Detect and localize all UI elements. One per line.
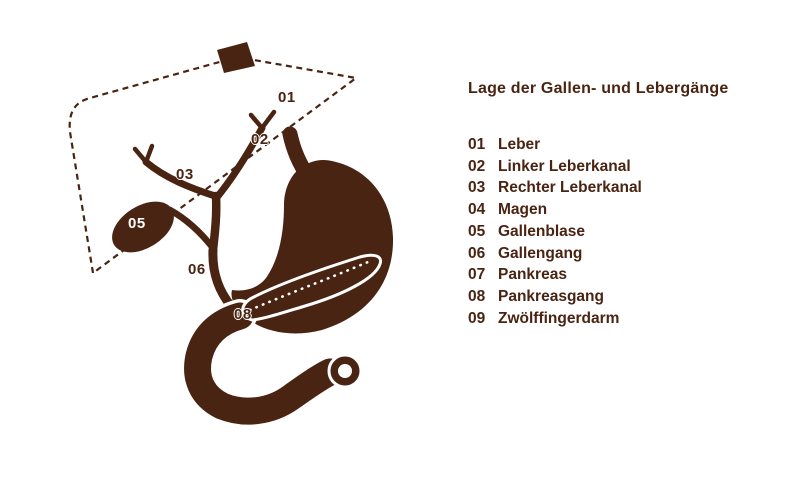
legend-item-label: Magen: [498, 201, 548, 219]
legend-item-label: Leber: [498, 136, 541, 153]
legend-item-number: 06: [468, 244, 486, 262]
left-duct-branch: [248, 109, 277, 131]
legend-item-label: Pankreas: [498, 266, 567, 284]
legend-list: 01 Leber 02 Linker Leberkanal 03 Rechter Le…: [468, 134, 788, 329]
legend-item-label: Linker Leberkanal: [498, 157, 631, 175]
gallbladder-shape: [112, 201, 174, 253]
duodenum-cut-ring: [327, 353, 363, 389]
legend-item-02: 02 Linker Leberkanal: [468, 156, 788, 178]
legend-item-number: 08: [468, 287, 486, 305]
legend-item-label: Gallenblase: [498, 222, 586, 240]
right-hepatic-duct: [142, 158, 219, 200]
common-bile-duct: [208, 245, 236, 311]
common-hepatic-duct: [208, 191, 221, 255]
legend-item-08: 08 Pankreasgang: [468, 286, 788, 308]
diagram-marker-05: 05: [128, 215, 146, 232]
legend-item-number: 05: [468, 222, 486, 240]
pancreas-shape: [241, 253, 383, 322]
duodenum-shape: [184, 302, 344, 425]
legend-item-label: Pankreasgang: [498, 287, 604, 305]
legend-item-01: 01 Leber: [468, 134, 788, 156]
legend-item-03: 03 Rechter Leberkanal: [468, 177, 788, 199]
diagram-marker-08: 08: [234, 306, 252, 323]
legend-item-04: 04 Magen: [468, 199, 788, 221]
legend-item-label: Gallengang: [498, 244, 583, 262]
cystic-duct: [166, 206, 217, 252]
legend-item-label: Rechter Leberkanal: [498, 179, 642, 197]
legend-item-number: 01: [468, 136, 486, 153]
legend-item-07: 07 Pankreas: [468, 264, 788, 286]
left-hepatic-duct: [214, 124, 266, 200]
legend-item-06: 06 Gallengang: [468, 243, 788, 265]
diagram-marker-06: 06: [188, 261, 206, 278]
diagram-marker-03: 03: [176, 166, 194, 183]
legend-item-number: 03: [468, 179, 486, 197]
legend-item-label: Zwölffingerdarm: [498, 309, 620, 327]
right-duct-branch: [132, 143, 155, 165]
bile-duct-tree: [132, 109, 277, 311]
diagram-marker-02: 02: [251, 131, 269, 148]
falciform-ligament-stub: [217, 42, 255, 73]
diagram-marker-01: 01: [278, 89, 296, 106]
legend-title: Lage der Gallen- und Lebergänge: [468, 80, 729, 97]
legend-panel: Lage der Gallen- und Lebergänge 01 Leber …: [468, 80, 788, 329]
legend-item-number: 04: [468, 201, 486, 219]
legend-item-number: 09: [468, 309, 486, 327]
anatomy-illustration: [68, 42, 394, 425]
legend-item-number: 02: [468, 157, 486, 175]
legend-item-number: 07: [468, 266, 486, 284]
pancreatic-duct-dotted: [248, 260, 370, 312]
legend-item-09: 09 Zwölffingerdarm: [468, 308, 788, 330]
legend-item-05: 05 Gallenblase: [468, 221, 788, 243]
